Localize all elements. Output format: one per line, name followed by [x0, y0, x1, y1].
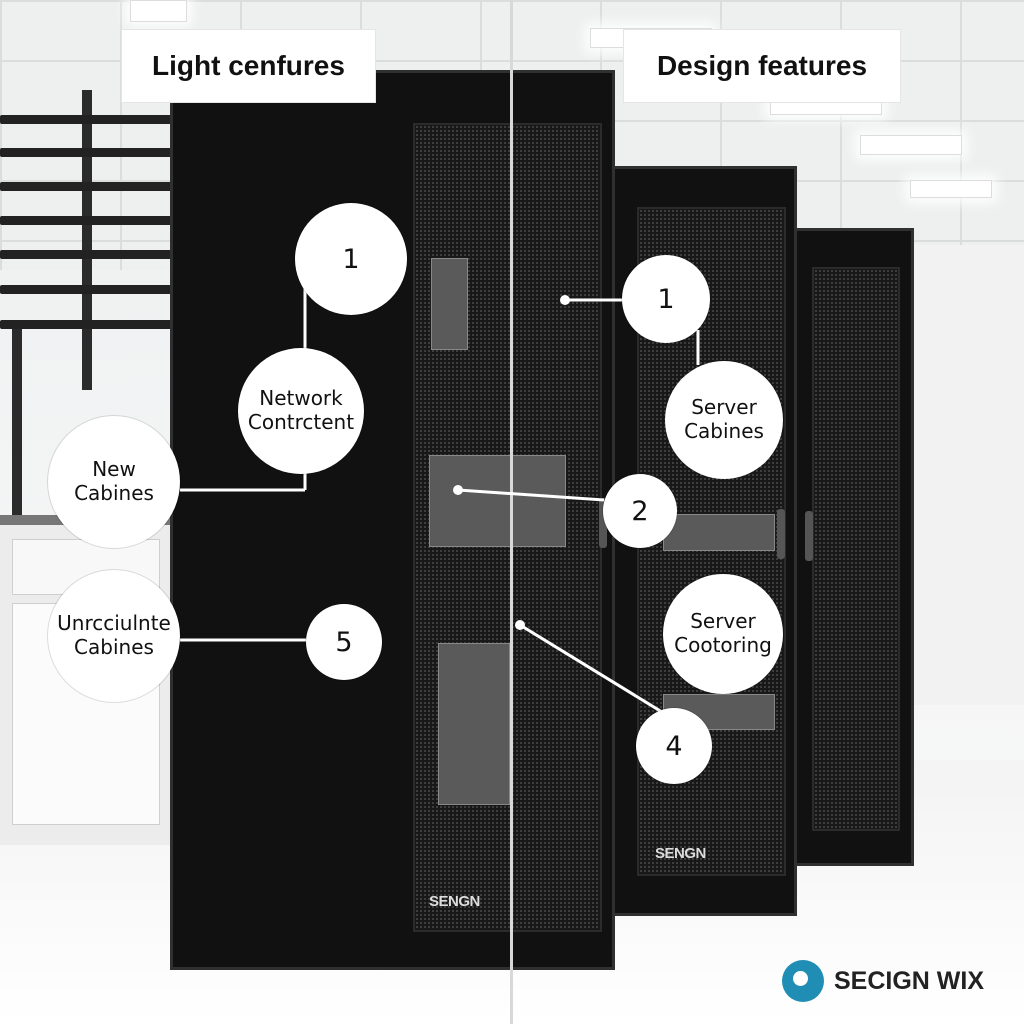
rack-post	[82, 90, 92, 390]
rack-post	[12, 325, 22, 605]
unrcciulnte-cabinets-callout: Unrcciulnte Cabines	[48, 570, 180, 702]
cabinet-mesh-door	[812, 267, 900, 831]
server-unit	[663, 514, 775, 551]
right-header: Design features	[624, 30, 900, 102]
cabinet-brand-label: SENGN	[655, 845, 706, 862]
ceiling-light	[130, 0, 187, 22]
callout-number-4: 4	[636, 708, 712, 784]
network-content-callout: Network Contrctent	[238, 348, 364, 474]
server-cootoring-callout: Server Cootoring	[663, 574, 783, 694]
server-cabinet-rear	[792, 228, 914, 866]
brand-logo: SECIGN WIX	[782, 960, 984, 1002]
brand-logo-icon	[782, 960, 824, 1002]
comparison-divider	[510, 0, 513, 1024]
callout-number-1-right: 1	[622, 255, 710, 343]
server-unit	[431, 258, 468, 350]
rack-bar	[0, 250, 190, 259]
rack-bar	[0, 285, 190, 294]
cabinet-handle	[599, 498, 607, 548]
rack-bar	[0, 182, 190, 191]
rack-bar	[0, 216, 190, 225]
cabinet-handle	[805, 511, 813, 561]
cabinet-brand-label: SENGN	[429, 893, 480, 910]
rack-bar	[0, 148, 190, 157]
server-unit	[438, 643, 510, 805]
ceiling-light	[860, 135, 962, 155]
rack-bar	[0, 320, 190, 329]
callout-number-5: 5	[306, 604, 382, 680]
new-cabinets-callout: New Cabines	[48, 416, 180, 548]
callout-number-2: 2	[603, 474, 677, 548]
server-unit	[429, 455, 566, 547]
brand-name: SECIGN WIX	[834, 966, 985, 995]
overhead-cable-rack	[0, 90, 190, 605]
right-wall	[910, 245, 1024, 705]
callout-number-1-left: 1	[295, 203, 407, 315]
cabinet-handle	[777, 509, 785, 559]
server-cabines-callout: Server Cabines	[665, 361, 783, 479]
ceiling-light	[910, 180, 992, 198]
rack-bar	[0, 115, 190, 124]
left-header: Light cenfures	[122, 30, 375, 102]
server-cabinet-main: SENGN	[170, 70, 615, 970]
